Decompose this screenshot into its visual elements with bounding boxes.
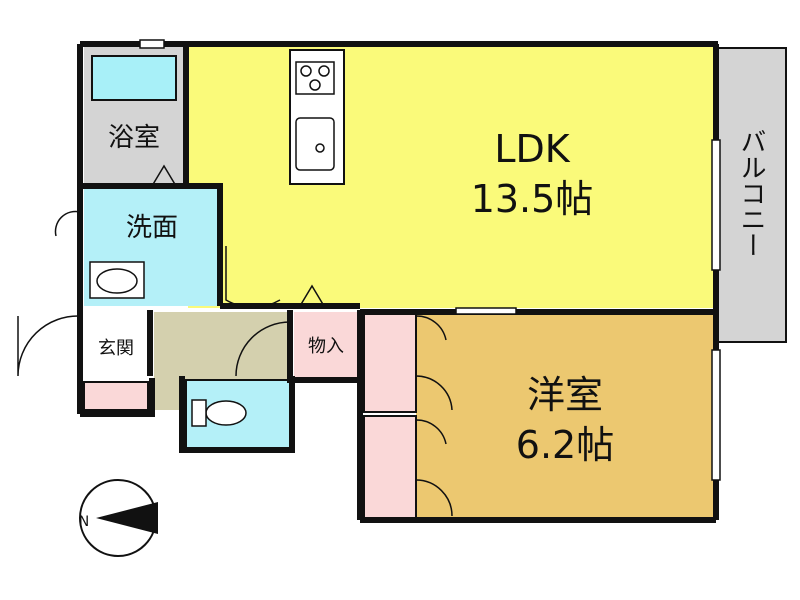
washbasin bbox=[89, 261, 145, 299]
entrance-label: 玄関 bbox=[98, 338, 134, 359]
storage-label: 物入 bbox=[308, 336, 344, 357]
entrance bbox=[84, 310, 152, 382]
closet-upper bbox=[363, 313, 417, 413]
closet-lower bbox=[363, 415, 417, 519]
windows bbox=[139, 39, 721, 481]
compass: N bbox=[79, 479, 158, 557]
ldk-room bbox=[188, 46, 716, 308]
western-room bbox=[416, 312, 714, 518]
compass-needle-icon bbox=[96, 502, 158, 534]
storage-room bbox=[294, 312, 358, 378]
western-size-label: 6.2帖 bbox=[516, 423, 614, 467]
western-name-label: 洋室 bbox=[527, 373, 603, 417]
kitchen-sink bbox=[295, 117, 335, 171]
doors bbox=[17, 164, 453, 517]
ldk-size-label: 13.5帖 bbox=[471, 177, 594, 221]
compass-north-label: N bbox=[79, 514, 89, 530]
balcony-area bbox=[715, 47, 787, 343]
stove bbox=[295, 61, 335, 95]
bathtub bbox=[91, 55, 177, 101]
toilet-bowl bbox=[205, 400, 247, 426]
ldk-name-label: LDK bbox=[494, 127, 570, 171]
balcony-label: バルコニー bbox=[736, 128, 766, 258]
bath-label: 浴室 bbox=[108, 123, 160, 153]
washroom-label: 洗面 bbox=[126, 213, 178, 243]
entrance-step bbox=[83, 381, 149, 411]
